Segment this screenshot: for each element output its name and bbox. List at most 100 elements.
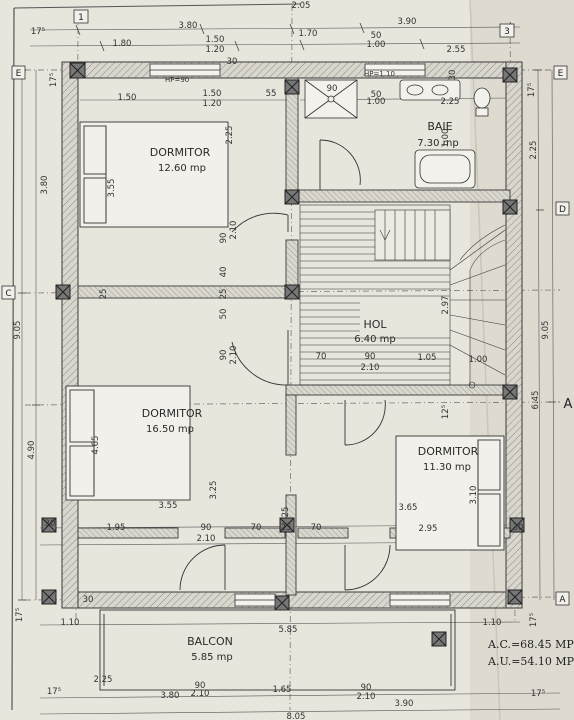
dim-label: 2.25 — [441, 97, 460, 107]
room-name-balcon: BALCON — [187, 635, 233, 648]
dim-label: 3.55 — [159, 501, 178, 511]
dim-label: 70 — [316, 352, 327, 362]
dim-label: 8.05 — [287, 712, 306, 720]
dim-label: 5.85 — [279, 625, 298, 635]
dim-label: 25 — [281, 507, 291, 518]
room-area-dormitor-2: 16.50 mp — [146, 424, 194, 435]
dim-label: 90 — [327, 84, 338, 94]
dimension-lines — [21, 26, 561, 715]
axis-marker-e: E E — [11, 65, 568, 80]
dim-label: 2.10 — [229, 221, 239, 240]
axis-label-e: E — [16, 69, 22, 79]
axis-marker-1: 1 — [73, 9, 89, 24]
dim-label: 1.00 — [367, 97, 386, 107]
dim-label: 3.80 — [161, 691, 180, 701]
dim-label: 17⁵ — [31, 27, 45, 37]
dim-label: 30 — [448, 70, 458, 81]
dim-label: 4.90 — [27, 441, 37, 460]
dim-label: 3.10 — [469, 486, 479, 505]
dim-label: 2.25 — [529, 141, 539, 160]
dim-label: 3.90 — [398, 17, 417, 27]
dim-label: 17⁵ — [15, 608, 25, 622]
dim-label: 1.20 — [206, 45, 225, 55]
bathroom-fixtures — [304, 79, 491, 189]
dim-label: 70 — [311, 523, 322, 533]
dim-label: 1.00 — [469, 355, 488, 365]
dim-label: 2.10 — [229, 346, 239, 365]
room-name-dormitor-2: DORMITOR — [142, 407, 203, 420]
dim-label: 1.00 — [441, 129, 451, 148]
note-hp110: HP=1.10 — [364, 70, 395, 78]
dim-label: 1.20 — [203, 99, 222, 109]
dim-label: 30 — [513, 523, 524, 533]
windows — [149, 63, 451, 607]
dim-label: 3.80 — [40, 176, 50, 195]
dim-label: 90 — [219, 233, 229, 244]
dim-label: 1.50 — [206, 35, 225, 45]
dim-label: 9.05 — [541, 321, 551, 340]
dim-label: 2.10 — [357, 692, 376, 702]
dim-label: 90 — [201, 523, 212, 533]
dim-label: 9.05 — [13, 321, 23, 340]
dim-label: 70 — [251, 523, 262, 533]
bed-dormitor-3 — [395, 435, 505, 551]
axis-marker-c: C — [1, 285, 16, 300]
dim-label: 50 — [219, 309, 229, 320]
room-name-dormitor-3: DORMITOR — [418, 445, 479, 458]
dim-label: 4.65 — [91, 436, 101, 455]
dim-label: 1.95 — [107, 523, 126, 533]
room-name-hol: HOL — [363, 318, 387, 331]
dim-label: 90 — [365, 352, 376, 362]
dim-label: 30 — [45, 519, 56, 529]
dim-label: 90 — [219, 350, 229, 361]
axis-label-d: D — [559, 205, 566, 215]
axis-label-c: C — [5, 289, 11, 299]
dim-label: 25 — [281, 523, 292, 533]
dim-label: 2.10 — [361, 363, 380, 373]
note-hp90: HP=90 — [165, 76, 189, 84]
room-area-dormitor-1: 12.60 mp — [158, 163, 206, 174]
dim-label: 6.45 — [531, 391, 541, 410]
frame-top — [13, 3, 301, 9]
dim-label: 2.55 — [447, 45, 466, 55]
dimension-labels: 3.80 1.70 3.90 1.80 1.50 1.20 50 1.00 2.… — [31, 1, 545, 720]
dim-label: 30 — [83, 595, 94, 605]
axis-label-a-bottom: A — [559, 595, 566, 605]
staircase — [299, 204, 506, 389]
doors — [179, 139, 391, 591]
summary-ac: A.C.=68.45 MP — [487, 638, 574, 651]
dim-label: 3.55 — [107, 179, 117, 198]
axis-label-1: 1 — [78, 13, 84, 23]
structural-columns — [41, 62, 525, 647]
dim-label: 3.80 — [179, 21, 198, 31]
dim-label: 1.50 — [118, 93, 137, 103]
dim-label: 90 — [361, 683, 372, 693]
dim-label: 1.80 — [113, 39, 132, 49]
dim-label: 55 — [266, 89, 277, 99]
bed-dormitor-1 — [79, 121, 229, 228]
dim-label: 1.65 — [273, 685, 292, 695]
dim-label: 17⁵ — [529, 613, 539, 627]
dim-label: 40 — [219, 267, 229, 278]
room-name-baie: BAIE — [427, 120, 452, 133]
room-area-baie: 7.30 mp — [417, 138, 459, 149]
dim-label: 1.10 — [61, 618, 80, 628]
dim-label: 2.10 — [197, 534, 216, 544]
dim-label: 25 — [99, 289, 109, 300]
room-name-dormitor-1: DORMITOR — [150, 146, 211, 159]
dim-label: 3.90 — [395, 699, 414, 709]
room-area-hol: 6.40 mp — [354, 334, 396, 345]
dim-label: 17⁵ — [527, 83, 537, 97]
dim-label: 1.70 — [299, 29, 318, 39]
axis-marker-a: A A — [555, 397, 573, 606]
dim-label: 2.10 — [191, 689, 210, 699]
axis-marker-3: 3 — [499, 23, 515, 38]
dim-label: 12⁵ — [441, 405, 451, 419]
dim-label: 1.05 — [418, 353, 437, 363]
frame-left — [11, 7, 15, 711]
summary-au: A.U.=54.10 MP — [487, 655, 574, 668]
dim-label: 3.65 — [399, 503, 418, 513]
dim-label: 1.50 — [203, 89, 222, 99]
dim-label: 1.00 — [367, 40, 386, 50]
